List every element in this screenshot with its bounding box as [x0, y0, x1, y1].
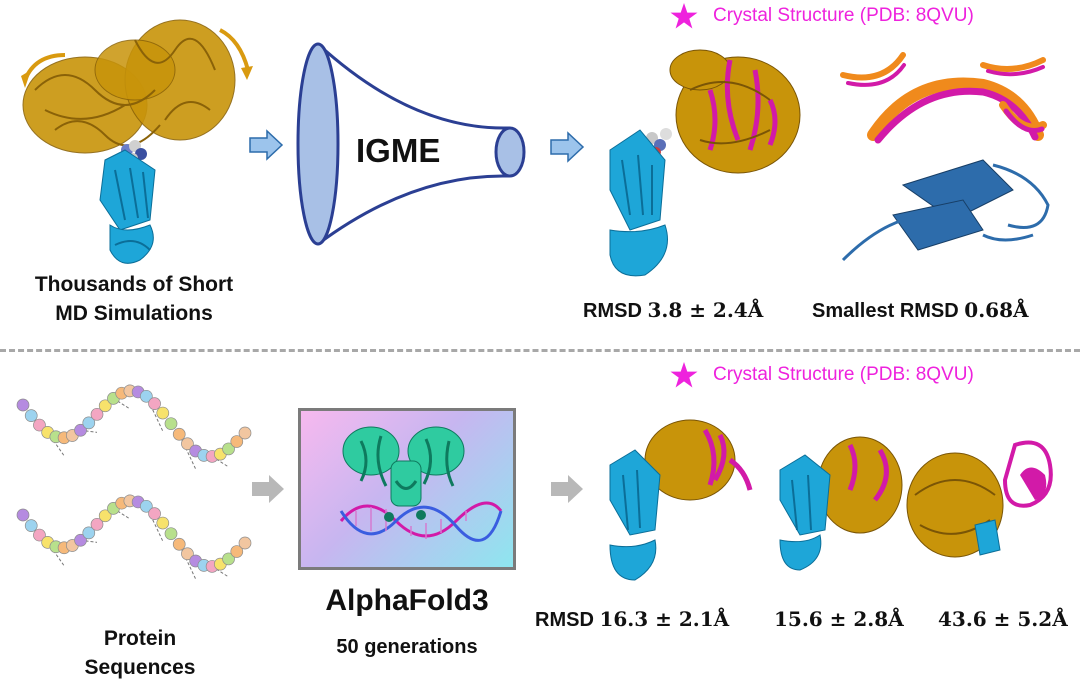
alphafold3-subtitle: 50 generations — [336, 636, 478, 658]
sequence-bead — [98, 509, 112, 523]
igme-rmsd-text: RMSD 3.8 ± 2.4Å — [583, 296, 783, 326]
md-label-line1: Thousands of Short — [34, 273, 234, 296]
sequence-bead — [33, 418, 46, 432]
igme-rmsd-label: RMSD — [583, 300, 642, 322]
sequence-bead — [164, 527, 178, 541]
sequence-bead — [82, 526, 96, 540]
sequence-bead — [98, 399, 112, 413]
protein-sequence-beads — [16, 384, 252, 580]
alphafold3-structure — [339, 426, 503, 542]
af3-prediction-1 — [609, 419, 753, 581]
af3-prediction-2 — [779, 436, 903, 571]
md-label-line2: MD Simulations — [55, 302, 213, 325]
af3-rmsd-value-2: 15.6 ± 2.8Å — [774, 607, 904, 631]
bead-link — [113, 397, 131, 410]
alphafold3-image-box — [298, 408, 516, 570]
sequence-bead — [181, 437, 194, 451]
flow-arrow-2 — [550, 131, 585, 163]
sequence-bead — [90, 407, 104, 421]
sequence-bead — [172, 427, 186, 441]
af3-rmsd-label: RMSD — [535, 609, 594, 631]
sequence-bead — [148, 507, 161, 520]
crystal-structure-label-bottom: Crystal Structure (PDB: 8QVU) — [713, 364, 974, 385]
sequence-bead — [230, 435, 244, 448]
flow-arrow-3 — [252, 475, 284, 503]
sequence-bead — [74, 533, 87, 547]
igme-ensemble-structure — [609, 49, 801, 277]
sequence-bead — [172, 537, 186, 551]
sequence-bead — [139, 389, 153, 403]
seq-label-line2: Sequences — [84, 656, 196, 679]
crystal-structure-label-top: Crystal Structure (PDB: 8QVU) — [713, 5, 974, 26]
sequence-bead — [82, 416, 96, 430]
bead-link — [211, 456, 229, 468]
sequence-bead — [156, 406, 170, 420]
sequence-bead — [238, 426, 252, 440]
sequence-bead — [156, 516, 170, 530]
sequence-bead — [238, 536, 252, 550]
bead-link — [178, 434, 197, 470]
flow-arrow-1 — [249, 129, 284, 161]
section-divider — [0, 349, 1080, 352]
bead-link — [211, 566, 229, 578]
sequence-bead — [16, 508, 30, 522]
sequence-bead — [148, 397, 161, 410]
sequence-bead — [16, 398, 30, 412]
star-icon — [670, 362, 698, 388]
smallest-rmsd-value: 0.68Å — [964, 298, 1029, 322]
flow-arrow-4 — [551, 475, 583, 503]
sequence-bead — [164, 417, 178, 431]
alphafold3-title: AlphaFold3 — [325, 584, 489, 617]
af3-prediction-3 — [906, 440, 1053, 558]
sequence-bead — [222, 442, 235, 456]
af3-rmsd-text: RMSD 16.3 ± 2.1Å — [535, 605, 785, 635]
sequence-bead — [181, 547, 194, 561]
af3-rmsd-value-3: 43.6 ± 5.2Å — [938, 607, 1068, 631]
star-icon — [670, 3, 698, 29]
igme-label: IGME — [356, 132, 441, 169]
sequence-bead — [33, 528, 46, 542]
bead-link — [178, 544, 197, 580]
igme-funnel — [296, 42, 526, 246]
smallest-rmsd-label: Smallest RMSD — [812, 300, 959, 322]
sequence-bead — [230, 545, 244, 558]
bead-link — [113, 507, 131, 520]
seq-label-line1: Protein — [103, 627, 177, 650]
sequence-bead — [74, 423, 87, 437]
igme-rmsd-value: 3.8 ± 2.4Å — [647, 298, 764, 322]
sequence-bead — [139, 499, 153, 513]
sequence-bead — [24, 519, 38, 532]
md-ensemble-structure — [21, 19, 253, 264]
sequence-bead — [90, 517, 104, 531]
af3-rmsd-value-1: 16.3 ± 2.1Å — [599, 607, 730, 631]
sequence-bead — [222, 552, 235, 566]
zoomed-alignment-structure — [840, 52, 1050, 262]
sequence-bead — [24, 409, 38, 422]
smallest-rmsd-text: Smallest RMSD 0.68Å — [812, 296, 1072, 326]
